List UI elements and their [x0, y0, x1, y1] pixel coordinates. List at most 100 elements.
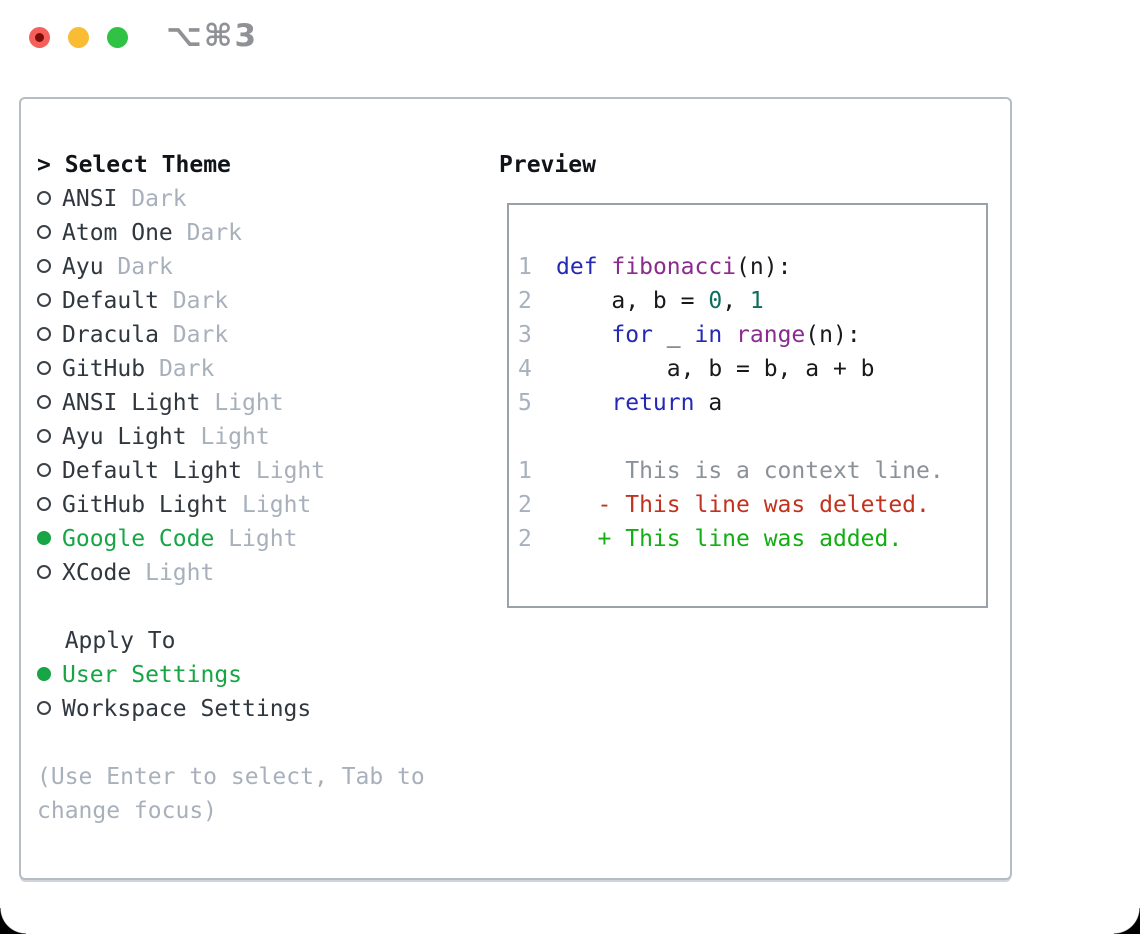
theme-option-ayu[interactable]: Ayu Dark	[37, 250, 439, 284]
theme-name: Atom One	[62, 220, 173, 246]
diff-line-added: 2 + This line was added.	[518, 522, 986, 556]
theme-name: XCode	[62, 560, 132, 586]
radio-icon	[37, 327, 51, 341]
code-line: 4 a, b = b, a + b	[518, 352, 986, 386]
line-number: 3	[518, 322, 532, 348]
code-token-lit: 0	[708, 288, 723, 314]
line-number: 5	[518, 390, 532, 416]
theme-name: GitHub Light	[62, 492, 229, 518]
prompt-caret-icon: >	[37, 152, 51, 178]
theme-option-xcode[interactable]: XCode Light	[37, 556, 439, 590]
theme-option-default-light[interactable]: Default Light Light	[37, 454, 439, 488]
line-number: 1	[518, 458, 532, 484]
radio-icon	[37, 463, 51, 477]
theme-option-ansi-light[interactable]: ANSI Light Light	[37, 386, 439, 420]
code-token-lit: 1	[749, 288, 764, 314]
code-token-pln: ,	[722, 288, 750, 314]
code-line: 2 a, b = 0, 1	[518, 284, 986, 318]
line-number: 4	[518, 356, 532, 382]
close-button[interactable]	[29, 27, 50, 48]
select-theme-header: > Select Theme	[37, 148, 439, 182]
code-token-pln: a, b = b, a + b	[556, 356, 875, 382]
apply-to-header: Apply To	[37, 624, 439, 658]
minimize-button[interactable]	[68, 27, 89, 48]
zoom-button[interactable]	[107, 27, 128, 48]
theme-variant: Dark	[117, 254, 173, 280]
theme-variant: Dark	[158, 356, 215, 382]
code-token-pln	[598, 254, 612, 280]
traffic-lights	[29, 27, 128, 48]
radio-selected-icon	[37, 667, 51, 681]
screen-corner	[1114, 908, 1140, 934]
theme-option-atom-one[interactable]: Atom One Dark	[37, 216, 439, 250]
theme-name: Ayu	[62, 254, 104, 280]
code-token-kwd: in	[694, 322, 723, 348]
theme-variant: Light	[214, 390, 284, 416]
keyboard-hint: (Use Enter to select, Tab to change focu…	[37, 764, 439, 824]
code-token-pln: a	[694, 390, 723, 416]
apply-option-user-settings[interactable]: User Settings	[37, 658, 439, 692]
code-token-kwd: return	[611, 390, 695, 416]
code-token-pln	[722, 322, 736, 348]
apply-option-workspace-settings[interactable]: Workspace Settings	[37, 692, 439, 726]
radio-icon	[37, 259, 51, 273]
code-token-typ: fibonacci	[611, 254, 737, 280]
radio-icon	[37, 565, 51, 579]
theme-variant: Dark	[131, 186, 187, 212]
code-line: 3 for _ in range(n):	[518, 318, 986, 352]
radio-icon	[37, 293, 51, 307]
theme-variant: Dark	[172, 288, 229, 314]
diff-preview: 1 This is a context line.2 - This line w…	[518, 454, 986, 556]
theme-variant: Light	[242, 492, 312, 518]
diff-text: + This line was added.	[556, 526, 903, 552]
theme-option-google-code[interactable]: Google Code Light	[37, 522, 439, 556]
radio-icon	[37, 395, 51, 409]
radio-icon	[37, 701, 51, 715]
theme-variant: Light	[200, 424, 270, 450]
radio-icon	[37, 429, 51, 443]
line-number: 2	[518, 288, 532, 314]
close-dot-icon	[35, 33, 44, 42]
theme-option-default[interactable]: Default Dark	[37, 284, 439, 318]
theme-name: GitHub	[62, 356, 146, 382]
radio-icon	[37, 225, 51, 239]
theme-name: Default	[62, 288, 159, 314]
code-token-pln	[556, 322, 611, 348]
select-theme-title: Select Theme	[64, 152, 231, 178]
code-token-pln	[556, 390, 611, 416]
theme-name: Default Light	[62, 458, 243, 484]
diff-line-deleted: 2 - This line was deleted.	[518, 488, 986, 522]
code-token-pln: (n):	[805, 322, 861, 348]
code-token-pln: a, b =	[556, 288, 709, 314]
line-number: 1	[518, 254, 532, 280]
theme-name: ANSI Light	[62, 390, 201, 416]
diff-line-context: 1 This is a context line.	[518, 454, 986, 488]
title-bar: ⌥⌘3	[0, 0, 1140, 76]
code-token-kwd: def	[556, 254, 598, 280]
theme-variant: Light	[145, 560, 215, 586]
line-number: 2	[518, 492, 532, 518]
radio-icon	[37, 191, 51, 205]
theme-option-github-light[interactable]: GitHub Light Light	[37, 488, 439, 522]
line-number: 2	[518, 526, 532, 552]
theme-option-ayu-light[interactable]: Ayu Light Light	[37, 420, 439, 454]
theme-variant: Light	[228, 526, 298, 552]
preview-title: Preview	[499, 152, 596, 178]
theme-option-github[interactable]: GitHub Dark	[37, 352, 439, 386]
screen-corner	[0, 908, 26, 934]
theme-variant: Dark	[172, 322, 229, 348]
apply-to-title: Apply To	[64, 628, 176, 654]
theme-name: Dracula	[62, 322, 159, 348]
code-line: 5 return a	[518, 386, 986, 420]
theme-option-dracula[interactable]: Dracula Dark	[37, 318, 439, 352]
spacer	[37, 590, 439, 624]
theme-option-ansi[interactable]: ANSI Dark	[37, 182, 439, 216]
radio-icon	[37, 497, 51, 511]
